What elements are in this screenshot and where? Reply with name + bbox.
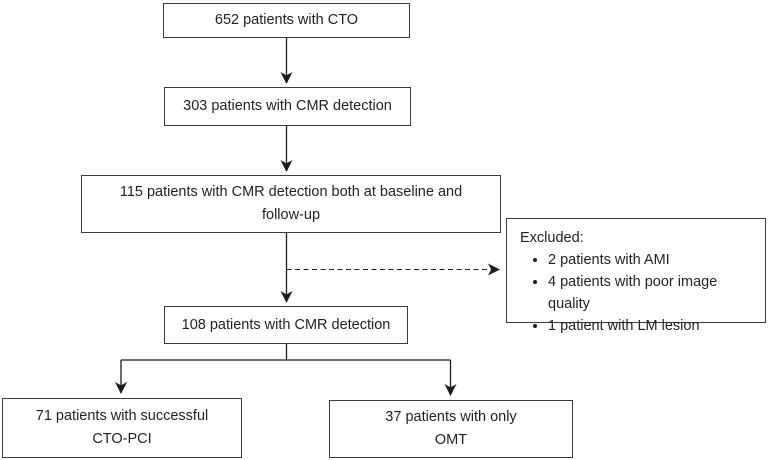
node-115-patients-baseline-followup-label: 115 patients with CMR detection both at … [119,184,463,223]
node-excluded: Excluded: 2 patients with AMI 4 patients… [506,218,766,334]
node-303-patients-cmr-label: 303 patients with CMR detection [183,98,392,114]
excluded-item: 4 patients with poor image quality [548,271,755,315]
node-37-patients-omt: 37 patients with only OMT [329,400,573,458]
excluded-item: 1 patient with LM lesion [548,315,755,337]
node-652-patients-cto: 652 patients with CTO [163,3,410,38]
node-303-patients-cmr: 303 patients with CMR detection [164,87,411,126]
node-652-patients-cto-label: 652 patients with CTO [214,12,359,28]
node-108-patients-cmr-label: 108 patients with CMR detection [181,316,391,333]
node-108-patients-cmr: 108 patients with CMR detection [164,306,408,344]
excluded-title: Excluded: [520,230,584,246]
node-115-patients-baseline-followup: 115 patients with CMR detection both at … [81,175,501,233]
excluded-item: 2 patients with AMI [548,249,755,271]
node-71-patients-cto-pci-label: 71 patients with successful CTO-PCI [35,408,209,447]
node-71-patients-cto-pci: 71 patients with successful CTO-PCI [2,398,242,458]
excluded-list: 2 patients with AMI 4 patients with poor… [520,249,755,337]
node-37-patients-omt-label: 37 patients with only OMT [385,409,517,448]
